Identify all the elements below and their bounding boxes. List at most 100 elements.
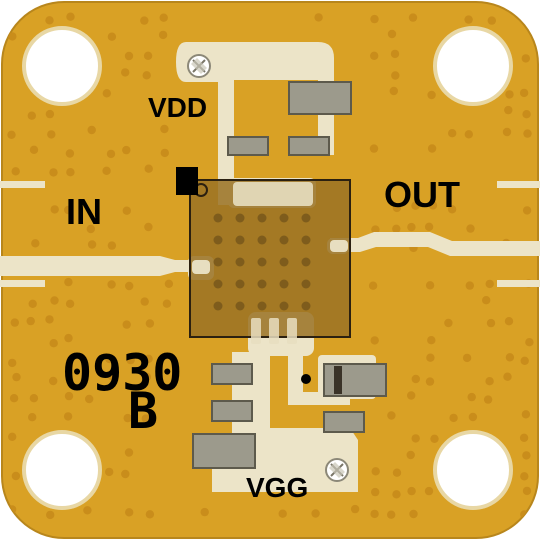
- via-dot: [503, 372, 512, 381]
- via-dot: [520, 472, 529, 481]
- via-dot: [29, 394, 39, 403]
- via-dot: [10, 318, 19, 327]
- via-dot: [462, 353, 472, 363]
- chip-via-dot: [213, 279, 223, 289]
- via-dot: [387, 510, 396, 519]
- via-dot: [106, 149, 116, 159]
- via-dot: [390, 49, 400, 59]
- via-dot: [487, 16, 496, 25]
- via-dot: [87, 240, 97, 249]
- chip-via-dot: [279, 235, 289, 245]
- via-dot: [519, 88, 529, 98]
- smd-components: [192, 81, 387, 469]
- chip-via-dot: [301, 279, 311, 289]
- via-dot: [121, 68, 130, 77]
- via-dot: [145, 510, 155, 519]
- via-dot: [45, 16, 54, 25]
- via-dot: [49, 168, 58, 177]
- via-dot: [143, 51, 153, 60]
- via-dot: [26, 316, 35, 326]
- via-dot: [102, 89, 112, 98]
- via-dot: [85, 394, 94, 404]
- via-dot: [28, 299, 37, 308]
- via-dot: [27, 111, 36, 120]
- chip-via-dot: [235, 279, 245, 289]
- chip-via-dot: [257, 301, 267, 311]
- part-number-label: 0930: [62, 344, 182, 402]
- via-dot: [8, 432, 17, 441]
- via-dot: [371, 487, 380, 497]
- chip-via-dot: [257, 235, 267, 245]
- chip-via-array: [213, 213, 311, 311]
- via-dot: [107, 372, 117, 381]
- chip-via-dot: [257, 213, 267, 223]
- via-dot: [504, 105, 513, 115]
- via-dot: [64, 333, 73, 343]
- via-dot: [522, 206, 532, 215]
- via-dot: [50, 296, 59, 305]
- via-dot: [392, 468, 402, 477]
- via-dot: [122, 206, 131, 215]
- via-dot: [31, 239, 40, 248]
- mounting-hole-icon: [433, 26, 513, 106]
- via-dot: [424, 486, 434, 496]
- via-dot: [483, 395, 493, 404]
- chip-via-dot: [213, 301, 223, 311]
- via-dot: [64, 277, 73, 287]
- via-dot: [428, 201, 438, 210]
- capacitor-pad: [323, 363, 387, 397]
- via-dot: [46, 510, 55, 520]
- mounting-holes: [22, 26, 513, 510]
- via-dot: [142, 71, 151, 80]
- via-dot: [200, 507, 209, 517]
- via-dot: [162, 299, 172, 308]
- via-dot: [87, 125, 96, 135]
- via-dot: [407, 222, 416, 232]
- via-dot: [64, 391, 74, 401]
- via-dot: [160, 124, 169, 134]
- via-dot: [411, 374, 420, 384]
- via-dot: [11, 167, 20, 176]
- via-dot: [125, 508, 134, 517]
- via-dot: [159, 13, 168, 22]
- via-dot: [12, 372, 21, 382]
- chip-via-dot: [279, 213, 289, 223]
- via-dot: [105, 467, 114, 477]
- via-dot: [370, 51, 379, 60]
- via-dot: [502, 127, 512, 137]
- via-dot: [425, 377, 435, 386]
- via-dot: [389, 86, 398, 96]
- capacitor-pad: [192, 433, 256, 469]
- via-dot: [407, 391, 416, 400]
- via-dot: [522, 486, 532, 496]
- via-dot: [47, 130, 56, 139]
- via-dot: [427, 144, 437, 153]
- via-dot: [409, 509, 418, 519]
- via-dot: [86, 224, 96, 234]
- via-dot: [522, 110, 531, 119]
- via-dot: [63, 412, 73, 421]
- via-dot: [369, 144, 379, 153]
- screw-via-icon: [187, 54, 211, 78]
- via-dot: [160, 148, 169, 158]
- via-dot: [464, 130, 473, 139]
- via-dot: [121, 469, 130, 479]
- via-dot: [449, 413, 458, 423]
- via-dot: [411, 201, 420, 210]
- via-dot: [465, 281, 474, 290]
- via-dot: [521, 54, 530, 63]
- via-dot: [124, 51, 134, 61]
- via-dot: [427, 90, 436, 100]
- via-dot: [425, 281, 435, 290]
- via-dot: [65, 299, 75, 308]
- via-dot: [9, 394, 19, 403]
- via-dot: [107, 280, 116, 289]
- via-dot: [140, 16, 149, 25]
- via-dot: [45, 315, 54, 324]
- vdd-chip-pads: [233, 182, 313, 206]
- via-dot: [49, 376, 58, 386]
- square-marker-icon: [176, 167, 198, 195]
- via-dot: [464, 15, 473, 24]
- via-dot: [105, 354, 114, 364]
